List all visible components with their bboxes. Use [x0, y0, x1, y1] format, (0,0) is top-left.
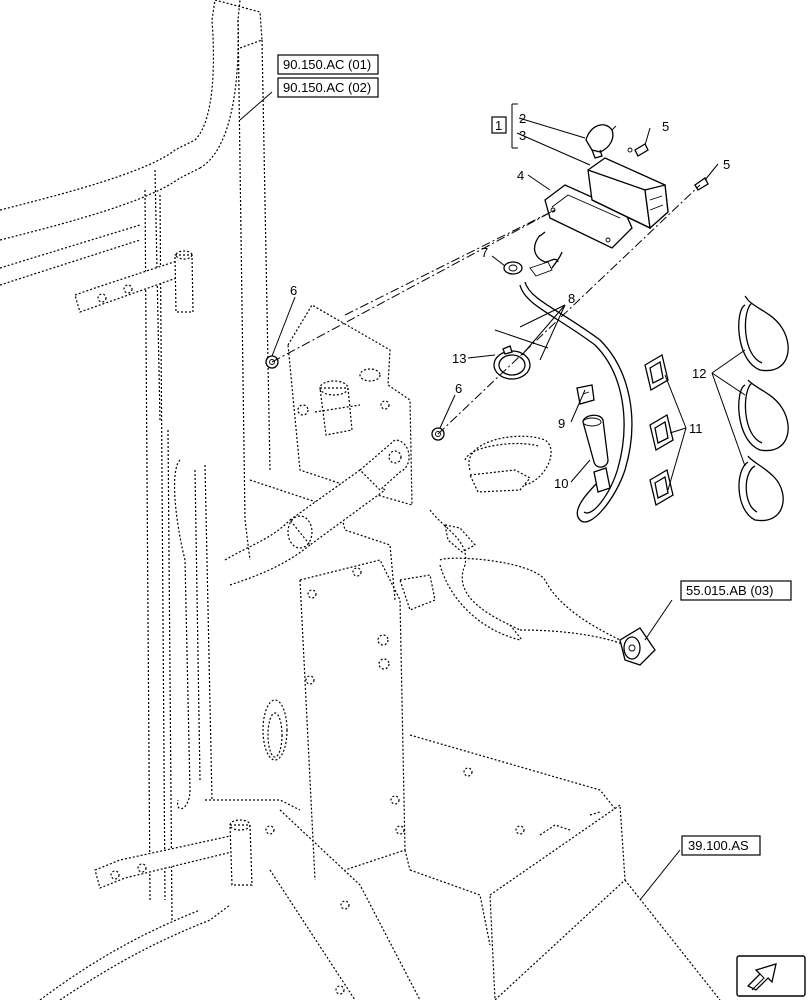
cab-frame — [0, 0, 301, 1001]
ref-harness: 55.015.AB (03) — [686, 583, 773, 598]
callout-9: 9 — [558, 416, 565, 431]
callout-3: 3 — [519, 128, 526, 143]
console-panel — [249, 479, 721, 1002]
callout-6-left: 6 — [290, 283, 297, 298]
callout-4: 4 — [517, 168, 524, 183]
kit-label: 1 — [495, 118, 502, 133]
mounting-bracket — [224, 304, 413, 586]
clips — [644, 353, 674, 507]
callouts: 2 3 4 5 5 6 6 7 8 9 10 11 12 13 — [290, 111, 730, 491]
callout-11: 11 — [689, 421, 703, 436]
cable-ties — [738, 295, 789, 522]
callout-10: 10 — [554, 476, 568, 491]
ref-cab-2: 90.150.AC (02) — [283, 80, 371, 95]
callout-12: 12 — [692, 366, 706, 381]
callout-5-top: 5 — [662, 119, 669, 134]
assembly-lines — [271, 184, 701, 435]
callout-13: 13 — [452, 351, 466, 366]
leader-lines — [239, 91, 746, 901]
reference-boxes: 90.150.AC (01) 90.150.AC (02) 55.015.AB … — [277, 54, 792, 856]
ref-cab-1: 90.150.AC (01) — [283, 57, 371, 72]
callout-7: 7 — [481, 245, 488, 260]
work-lamp — [493, 124, 709, 523]
arrow-icon[interactable] — [736, 955, 806, 997]
callout-8: 8 — [568, 291, 575, 306]
callout-2: 2 — [519, 111, 526, 126]
callout-6-right: 6 — [455, 381, 462, 396]
callout-5-right: 5 — [723, 157, 730, 172]
harness-connector — [619, 627, 656, 666]
ref-floor: 39.100.AS — [688, 838, 749, 853]
wiring-harness — [399, 435, 626, 646]
